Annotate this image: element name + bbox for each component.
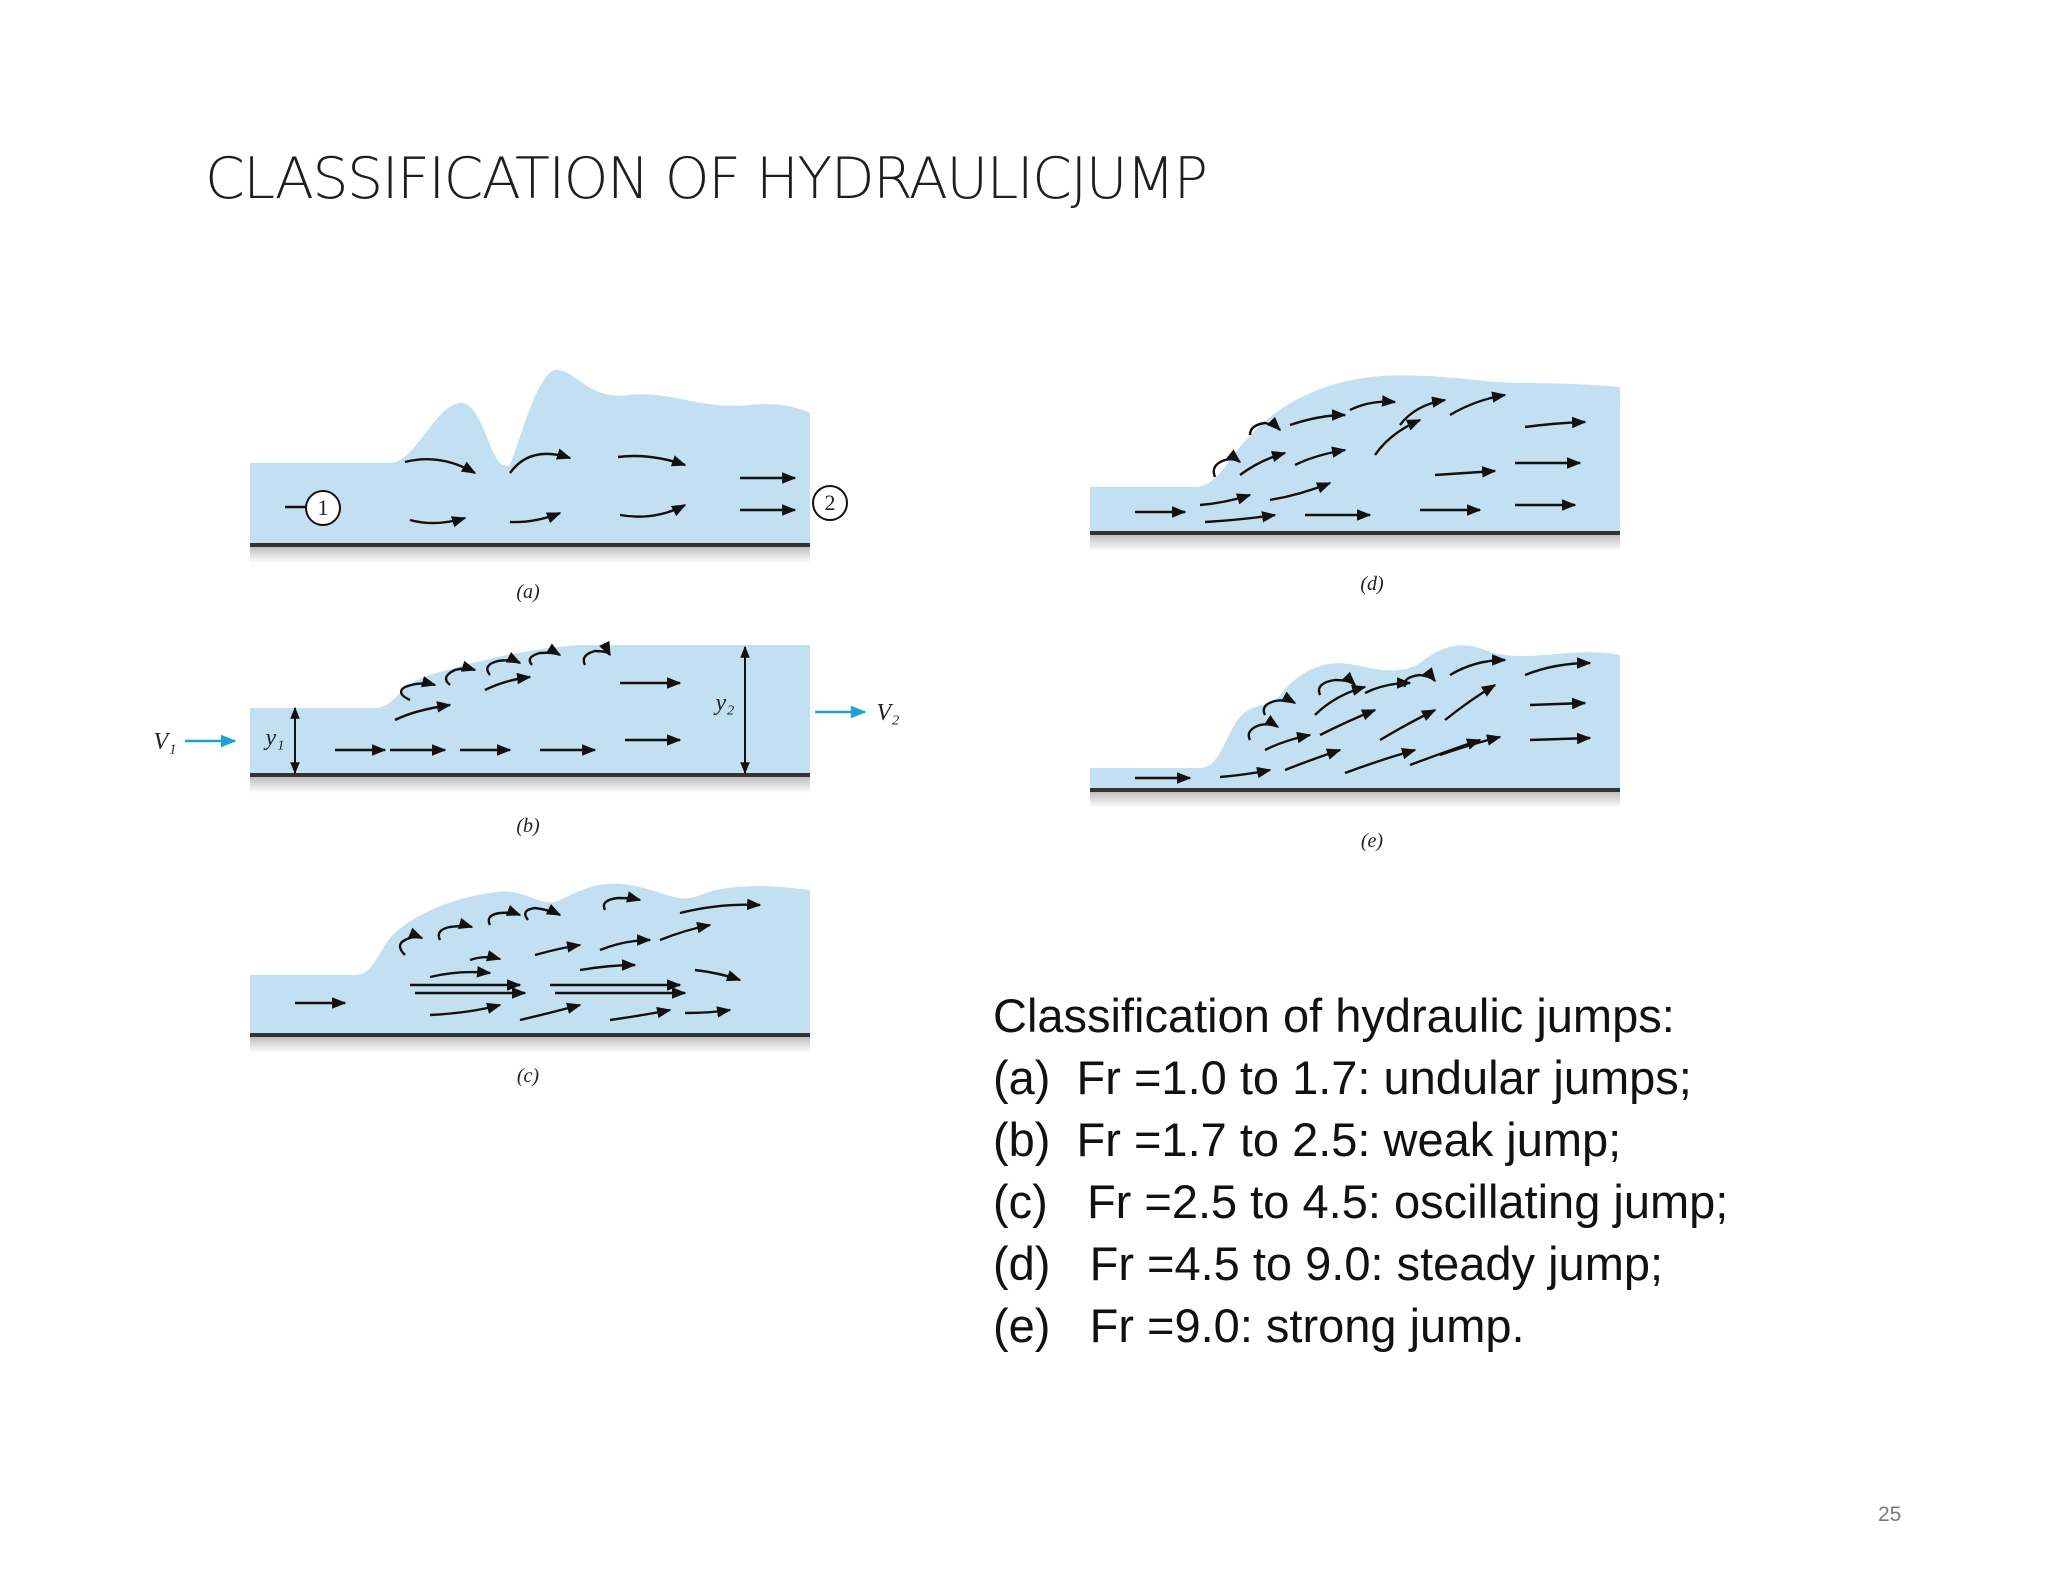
caption-line-d: (d) Fr =4.5 to 9.0: steady jump; xyxy=(993,1237,1664,1290)
section-marker-1: 1 xyxy=(318,495,329,520)
panel-label-a: (a) xyxy=(516,581,540,603)
hydraulic-jump-figure: 1 2 (a) y₁ y₂ xyxy=(140,365,1680,1105)
label-y2: y₂ xyxy=(714,690,735,716)
panel-a: 1 2 (a) xyxy=(250,369,848,603)
panel-label-c: (c) xyxy=(517,1065,540,1087)
label-v2: V₂ xyxy=(876,700,899,726)
caption-line-e: (e) Fr =9.0: strong jump. xyxy=(993,1299,1525,1352)
bed-shade xyxy=(250,1037,810,1053)
flow-arrows xyxy=(1135,654,1592,784)
water-body xyxy=(250,883,810,1035)
panel-b: y₁ y₂ V₁ V₂ (b) xyxy=(153,640,900,837)
bed-shade xyxy=(250,547,810,563)
bed-shade xyxy=(250,777,810,793)
bed-shade xyxy=(1090,792,1620,808)
label-v1: V₁ xyxy=(153,729,176,755)
panel-c: (c) xyxy=(250,883,810,1087)
panel-label-d: (d) xyxy=(1360,573,1384,595)
panel-label-b: (b) xyxy=(516,815,540,837)
panel-e: (e) xyxy=(1090,645,1620,852)
bed-shade xyxy=(1090,535,1620,551)
panel-label-e: (e) xyxy=(1361,830,1384,852)
caption-line-b: (b) Fr =1.7 to 2.5: weak jump; xyxy=(993,1113,1622,1166)
flow-arrows xyxy=(1135,391,1587,524)
section-marker-2: 2 xyxy=(825,490,836,515)
caption-line-a: (a) Fr =1.0 to 1.7: undular jumps; xyxy=(993,1051,1692,1104)
slide-title: CLASSIFICATION OF HYDRAULICJUMP xyxy=(205,146,1208,212)
flow-arrows xyxy=(335,640,682,756)
panel-d: (d) xyxy=(1090,375,1620,595)
hydraulic-jump-diagram: 1 2 (a) y₁ y₂ xyxy=(153,369,1620,1087)
page-number: 25 xyxy=(1878,1503,1902,1526)
water-body xyxy=(1090,375,1620,533)
label-y1: y₁ xyxy=(264,725,285,751)
caption-heading: Classification of hydraulic jumps: xyxy=(993,989,1675,1042)
classification-caption: Classification of hydraulic jumps: (a) F… xyxy=(993,985,1728,1357)
flow-arrows xyxy=(295,891,762,1022)
caption-line-c: (c) Fr =2.5 to 4.5: oscillating jump; xyxy=(993,1175,1729,1228)
